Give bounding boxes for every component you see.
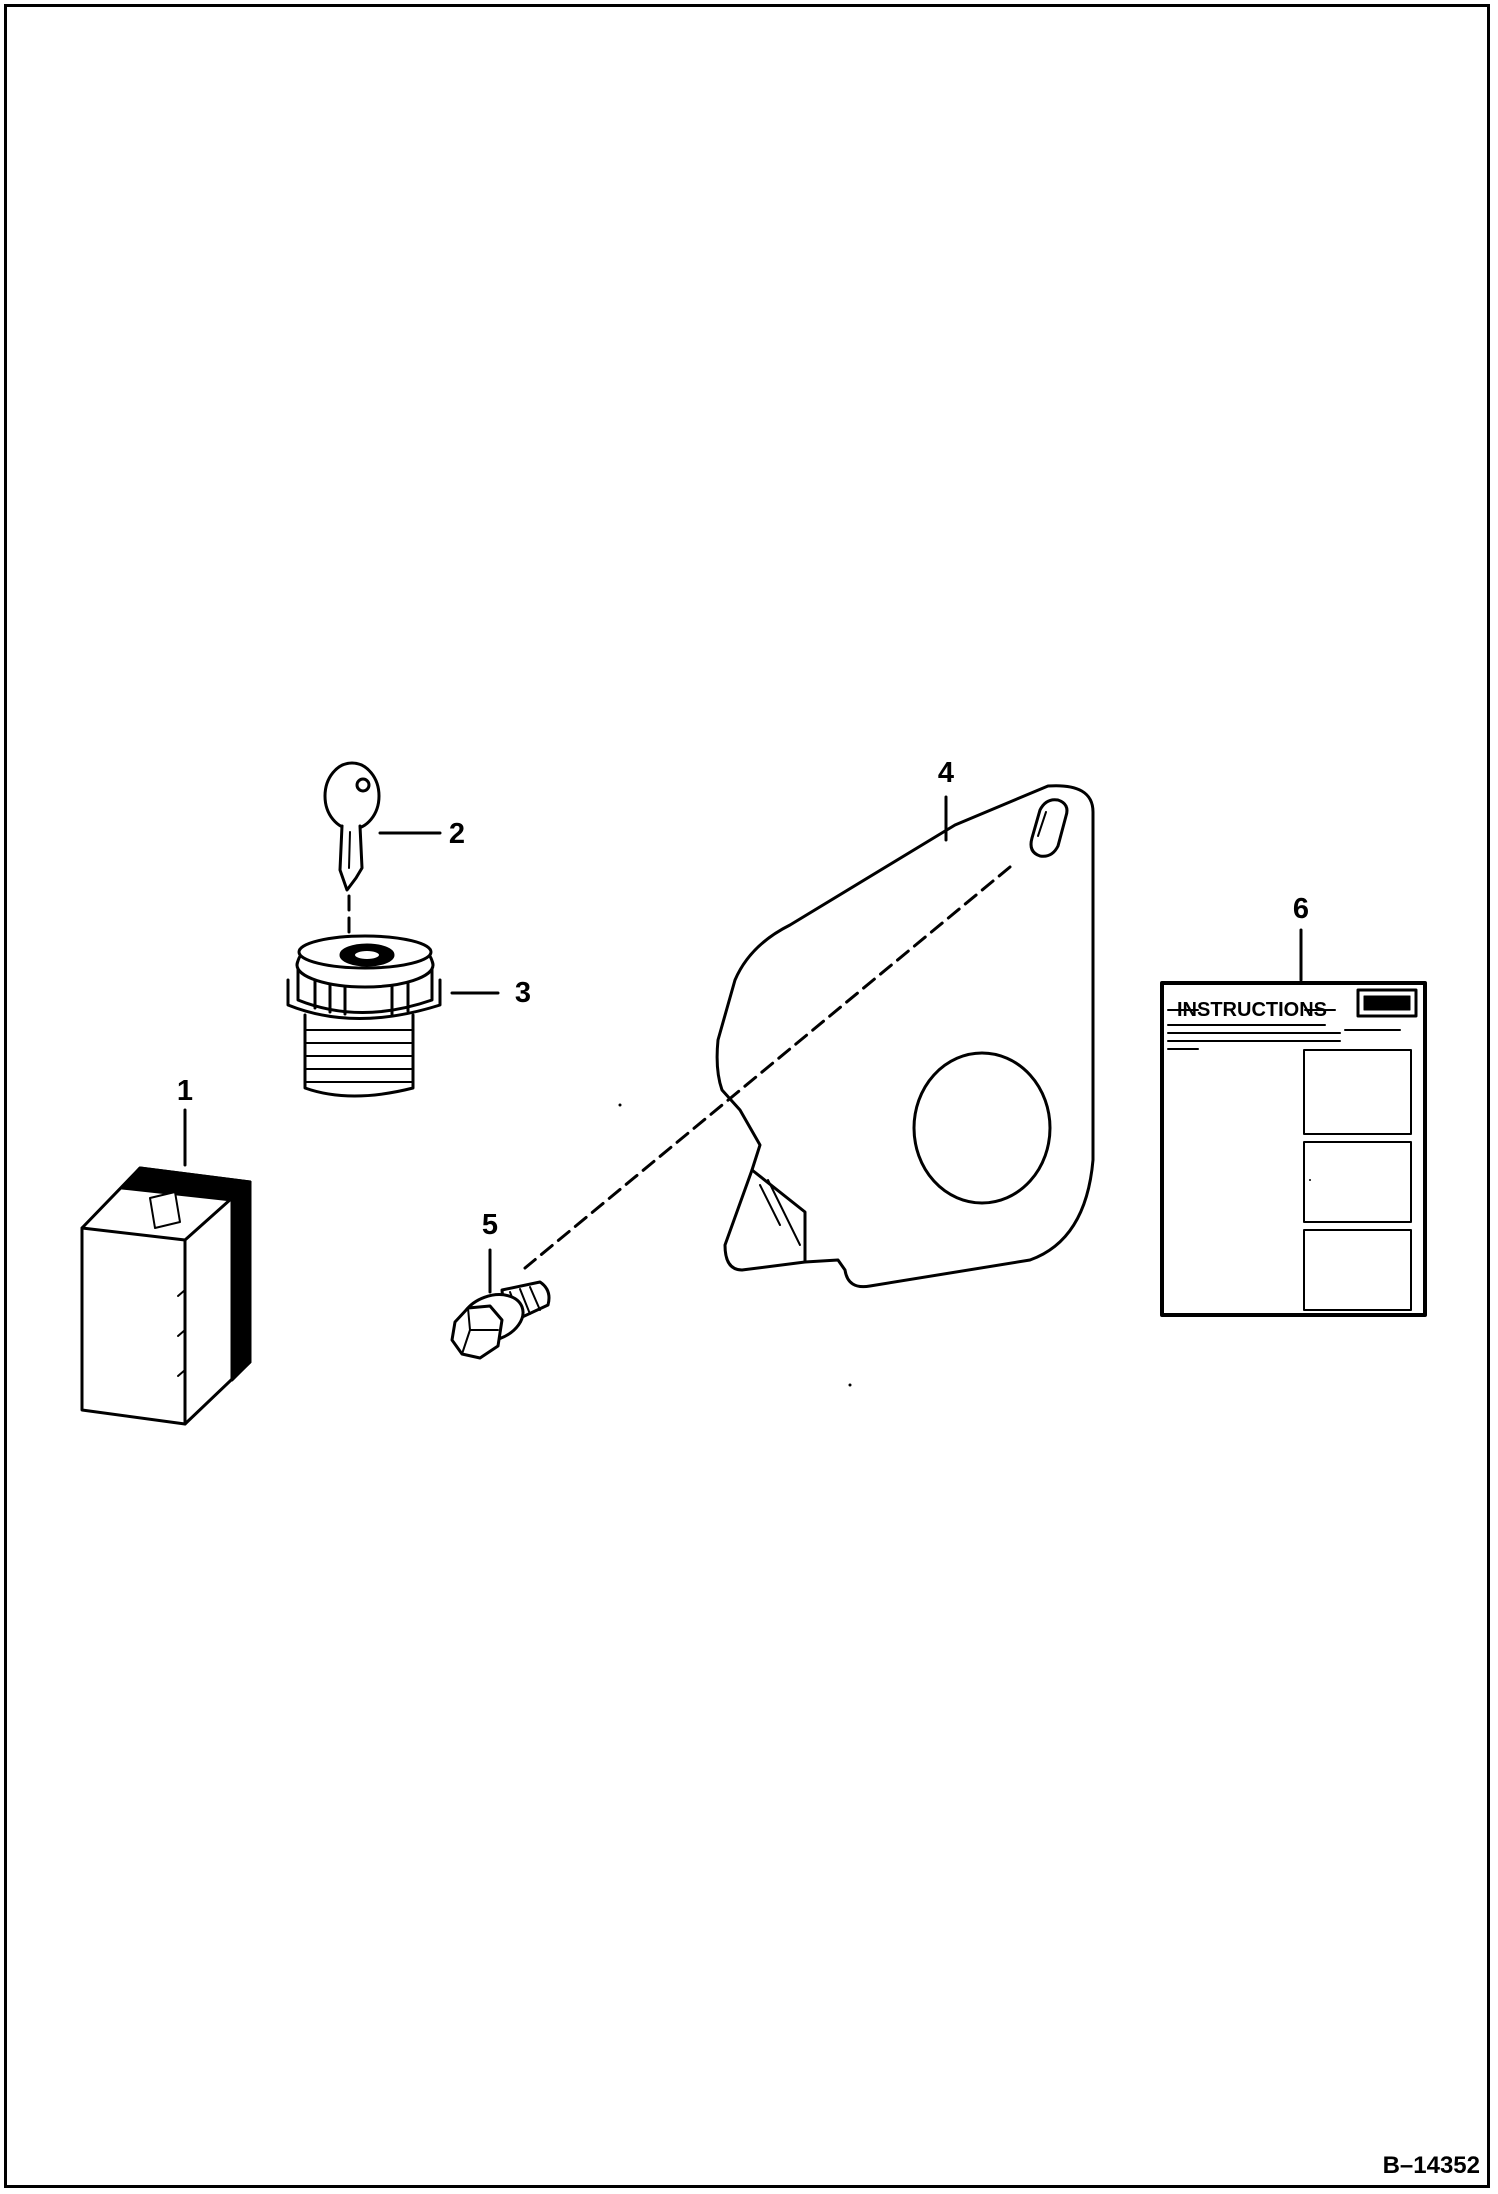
part-6-instructions-sheet [1160, 981, 1427, 1317]
callout-4: 4 [938, 757, 954, 789]
instructions-heading: INSTRUCTIONS [1177, 999, 1327, 1021]
part-3-locking-cap [286, 934, 442, 1098]
callout-5: 5 [482, 1209, 498, 1241]
part-4-cover-plate [715, 784, 1095, 1289]
document-number: B–14352 [1383, 2152, 1480, 2179]
part-5-bolt [450, 1280, 551, 1360]
callout-2: 2 [449, 818, 465, 850]
bolt-alignment-line [523, 865, 1012, 1270]
part-2-key [323, 761, 381, 892]
callout-1: 1 [177, 1075, 193, 1107]
callout-6: 6 [1293, 893, 1309, 925]
page-frame [4, 4, 1490, 2188]
callout-3: 3 [515, 977, 531, 1009]
part-1-box [80, 1166, 252, 1426]
